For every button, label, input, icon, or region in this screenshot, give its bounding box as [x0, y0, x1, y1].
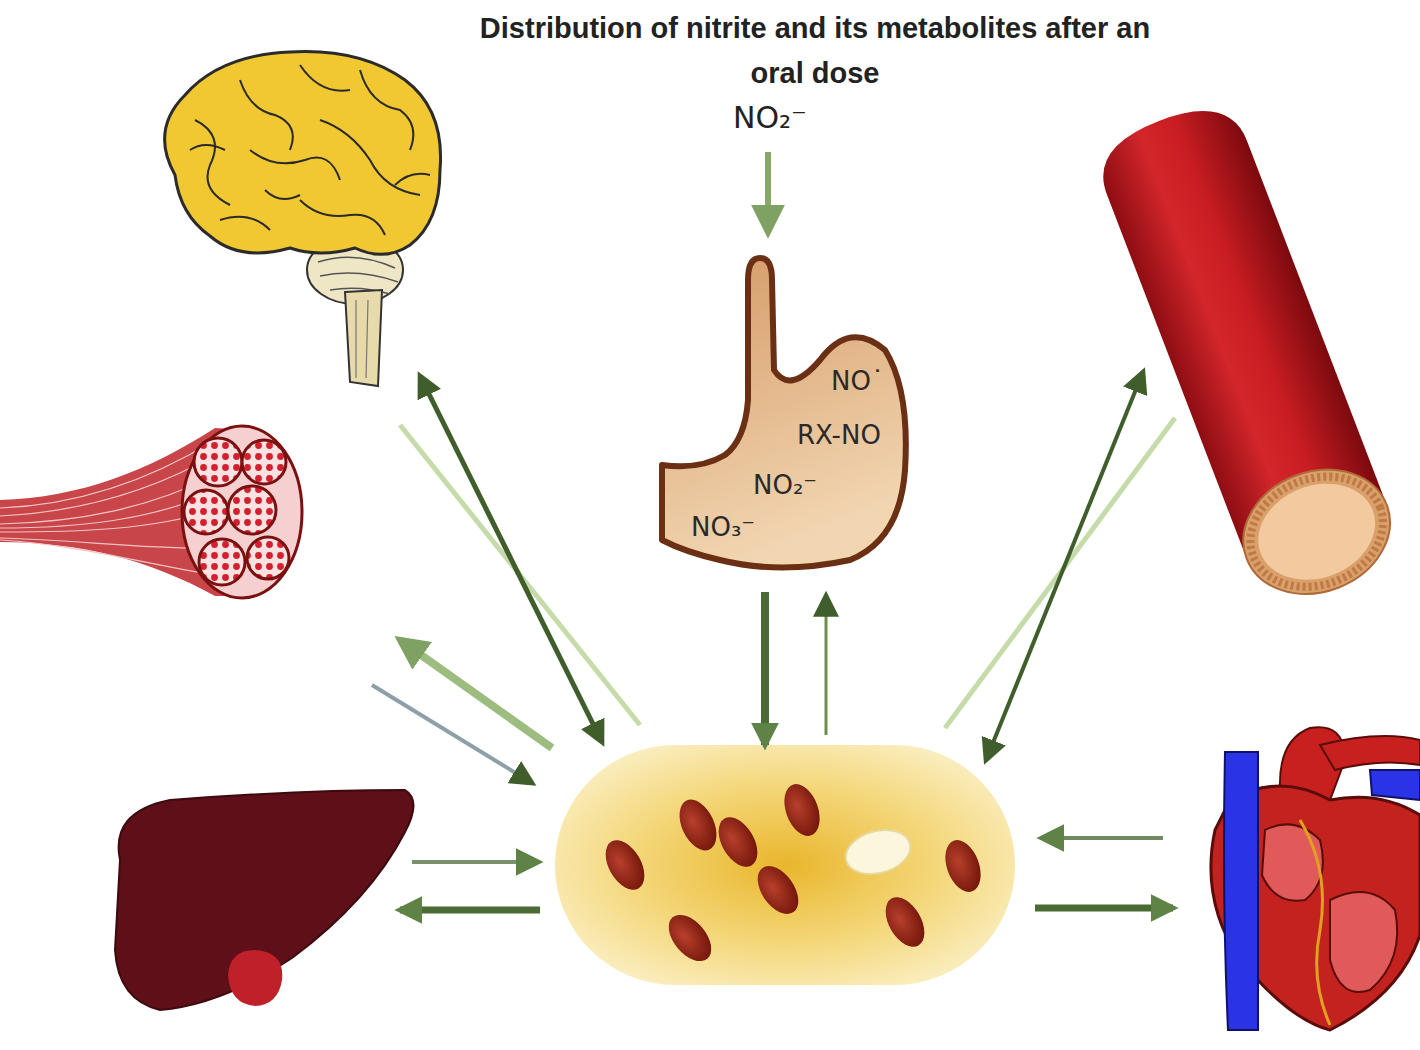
arrows: [372, 152, 1175, 910]
blood-plasma: [555, 745, 1015, 985]
diagram-title: Distribution of nitrite and its metaboli…: [450, 6, 1180, 96]
metabolite-label: NO₃⁻: [691, 512, 755, 542]
heart: [1211, 727, 1420, 1030]
metabolite-label: NO˙: [831, 366, 884, 396]
muscle: [0, 426, 302, 598]
stomach: NO˙ RX-NO NO₂⁻ NO₃⁻: [655, 250, 915, 580]
chemical-label: NO₂⁻: [690, 100, 850, 135]
metabolite-label: NO₂⁻: [753, 470, 817, 500]
stomach-wall: [662, 258, 906, 568]
brain: [165, 52, 441, 386]
blood-vessel: [1089, 94, 1408, 615]
liver: [115, 790, 414, 1010]
metabolite-label: RX-NO: [797, 420, 881, 450]
